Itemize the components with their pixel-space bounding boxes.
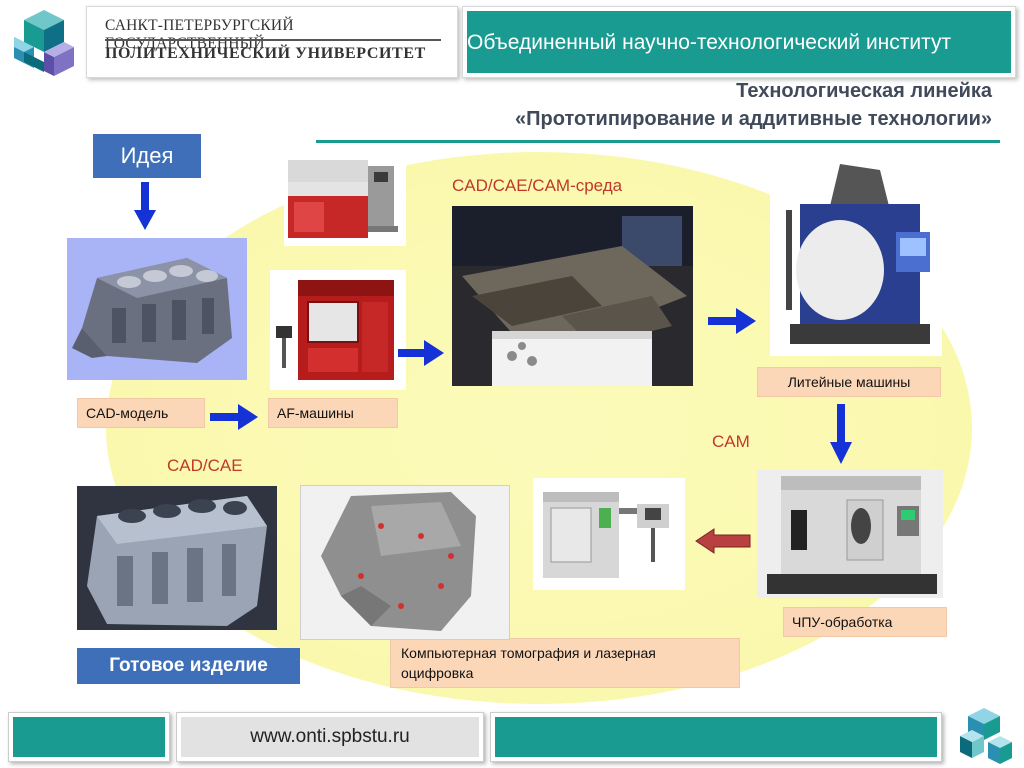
arrow-right-icon [708,308,756,334]
footer-left-bar [13,717,165,757]
cad-cae-label: CAD/CAE [167,456,243,475]
cad-model-image [67,238,247,380]
deviation-map-image [300,485,510,640]
tomography-scanner-photo [533,478,685,590]
arrow-right-icon [398,340,444,366]
title-underline [316,140,1000,143]
cnc-label: ЧПУ-обработка [783,607,947,637]
af-machines-label: AF-машины [268,398,398,428]
cnc-machine-photo [757,470,943,598]
footer-website-block: www.onti.spbstu.ru [176,712,484,762]
footer-cube-icon [952,706,1016,766]
slide-title-line1: Технологическая линейка [736,80,992,102]
arrow-right-icon [210,404,258,430]
casting-machine-photo [770,160,942,356]
cad-cae-cam-label: CAD/CAE/CAM-среда [452,176,623,195]
slide-title-line2: «Прототипирование и аддитивные технологи… [515,108,992,130]
arrow-left-icon [695,528,751,554]
university-logo-box: САНКТ-ПЕТЕРБУРГСКИЙ ГОСУДАРСТВЕННЫЙ ПОЛИ… [86,6,458,78]
footer-right-bar [495,717,937,757]
arrow-down-icon [134,182,156,230]
finished-product-photo [77,486,277,630]
institute-banner: Объединенный научно-технологический инст… [462,6,1016,78]
cam-label: CAM [712,432,750,451]
university-divider [105,39,441,41]
af-machine-photo [270,270,406,390]
cad-model-label: CAD-модель [77,398,205,428]
arrow-down-icon [830,404,852,464]
finished-product-label: Готовое изделие [77,648,300,684]
logo-cube-icon [8,6,80,78]
3d-printer-photo-1 [284,146,406,246]
footer-left-block [8,712,170,762]
university-name-line2: ПОЛИТЕХНИЧЕСКИЙ УНИВЕРСИТЕТ [105,45,426,62]
idea-box: Идея [93,134,201,178]
institute-name: Объединенный научно-технологический инст… [467,31,952,54]
footer-right-block [490,712,942,762]
institute-bar: Объединенный научно-технологический инст… [467,11,1011,73]
prototype-parts-photo [452,206,693,386]
tomography-label: Компьютерная томография и лазерная оцифр… [390,638,740,688]
website-link[interactable]: www.onti.spbstu.ru [181,717,479,757]
casting-machines-label: Литейные машины [757,367,941,397]
